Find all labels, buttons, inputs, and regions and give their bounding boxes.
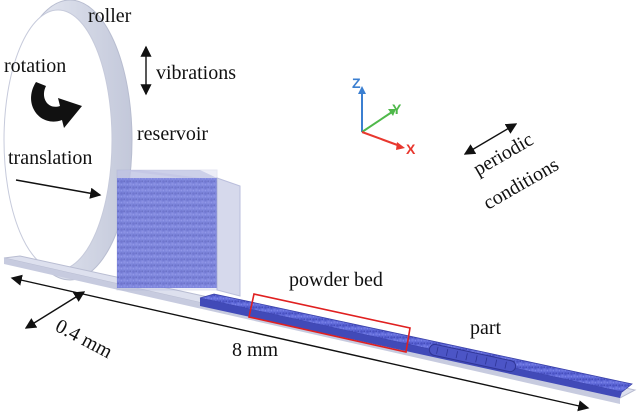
translation-label: translation — [8, 147, 92, 169]
reservoir-label: reservoir — [137, 123, 208, 145]
roller — [3, 0, 133, 281]
vibrations-label: vibrations — [156, 62, 236, 84]
axis-triad: Z Y X — [352, 75, 416, 157]
y-axis-line — [361, 111, 393, 133]
rotation-label: rotation — [4, 55, 66, 77]
length-dimension-label: 8 mm — [232, 339, 279, 361]
x-axis-line — [361, 131, 401, 147]
reservoir — [116, 169, 241, 297]
part-label: part — [470, 317, 502, 339]
powder-bed-label: powder bed — [289, 269, 383, 291]
periodic-arrow-icon — [463, 123, 518, 155]
translation-arrow-icon — [15, 179, 102, 199]
y-axis-label: Y — [392, 101, 402, 117]
width-dimension-label: 0.4 mm — [52, 315, 117, 363]
rotation-arrow-icon — [31, 82, 82, 128]
roller-label: roller — [88, 5, 132, 27]
z-axis-label: Z — [352, 75, 361, 91]
length-dimension-arrow — [10, 274, 590, 412]
x-axis-label: X — [406, 141, 416, 157]
